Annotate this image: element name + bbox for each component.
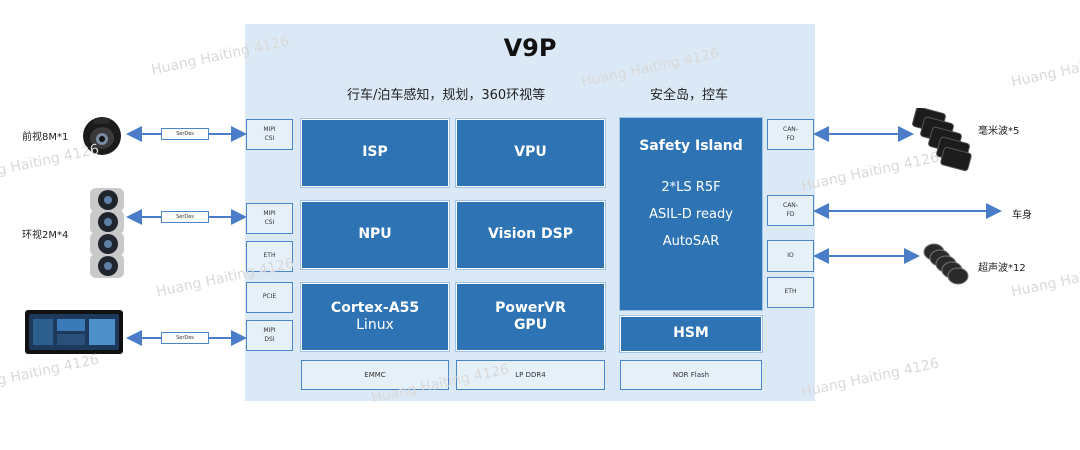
cortex-a55-label: Cortex-A55 [330, 299, 420, 316]
port-io: IO [767, 240, 814, 272]
port-label: CAN- [783, 202, 798, 210]
port-pcie: PCIE [246, 282, 293, 313]
nor-flash-box: NOR Flash [620, 360, 762, 390]
serdes-box-1: SerDes [161, 128, 209, 140]
chip-subtitle-left: 行车/泊车感知，规划，360环视等 [347, 88, 546, 103]
cortex-a55-block: Cortex-A55 Linux [301, 283, 449, 351]
serdes-box-2: SerDes [161, 211, 209, 223]
npu-block: NPU [301, 201, 449, 269]
chip-subtitle-right: 安全岛，控车 [650, 88, 729, 103]
gpu-label: GPU [513, 317, 548, 333]
port-label: ETH [784, 288, 797, 296]
safety-island-cores: 2*LS R5F [661, 180, 721, 195]
hsm-label: HSM [673, 325, 709, 342]
serdes-label: SerDes [176, 335, 194, 341]
surround-camera-label: 环视2M*4 [22, 230, 69, 241]
vision-dsp-block: Vision DSP [456, 201, 605, 269]
port-label: DSI [264, 335, 275, 343]
safety-island-autosar: AutoSAR [662, 234, 720, 249]
ultrasonic-label: 超声波*12 [978, 263, 1026, 274]
port-label: CSI [264, 134, 275, 142]
safety-island-title: Safety Island [639, 138, 743, 154]
port-mipi-csi-1: MIPI CSI [246, 119, 293, 150]
safety-island-block: Safety Island 2*LS R5F ASIL-D ready Auto… [620, 118, 762, 310]
port-eth-right: ETH [767, 277, 814, 308]
port-label: PCIE [262, 293, 277, 301]
port-label: ETH [263, 252, 276, 260]
isp-block: ISP [301, 119, 449, 187]
vision-dsp-label: Vision DSP [488, 226, 573, 243]
port-label: CSI [264, 218, 275, 226]
ultrasonic-sensor-icon [923, 243, 969, 285]
powervr-gpu-block: PowerVR GPU [456, 283, 605, 351]
front-camera-label: 前视8M*1 [22, 132, 69, 143]
safety-island-asil: ASIL-D ready [649, 207, 733, 222]
port-canfd-2: CAN- FD [767, 195, 814, 226]
hsm-block: HSM [620, 316, 762, 352]
front-camera-icon [83, 117, 121, 155]
lpddr4-label: LP DDR4 [515, 371, 546, 379]
port-label: IO [787, 251, 794, 259]
radar-icon [912, 108, 972, 172]
lpddr4-box: LP DDR4 [456, 360, 605, 390]
linux-label: Linux [356, 317, 394, 333]
npu-label: NPU [358, 226, 392, 243]
chip-title: V9P [503, 34, 557, 62]
port-label: MIPI [263, 327, 276, 335]
port-canfd-1: CAN- FD [767, 119, 814, 150]
nor-flash-label: NOR Flash [672, 371, 710, 379]
radar-label: 毫米波*5 [978, 126, 1020, 137]
display-icon [25, 310, 123, 354]
vpu-label: VPU [514, 144, 547, 161]
port-label: MIPI [263, 210, 276, 218]
powervr-label: PowerVR [495, 299, 566, 316]
port-label: FD [786, 134, 795, 142]
surround-camera-icon [90, 188, 124, 278]
port-mipi-dsi: MIPI DSI [246, 320, 293, 351]
serdes-label: SerDes [176, 214, 194, 220]
emmc-box: EMMC [301, 360, 449, 390]
port-label: MIPI [263, 126, 276, 134]
port-label: CAN- [783, 126, 798, 134]
isp-label: ISP [362, 144, 388, 161]
port-eth-left: ETH [246, 241, 293, 272]
vehicle-body-label: 车身 [1012, 210, 1032, 221]
serdes-box-3: SerDes [161, 332, 209, 344]
serdes-label: SerDes [176, 131, 194, 137]
port-label: FD [786, 210, 795, 218]
vpu-block: VPU [456, 119, 605, 187]
emmc-label: EMMC [364, 371, 386, 379]
